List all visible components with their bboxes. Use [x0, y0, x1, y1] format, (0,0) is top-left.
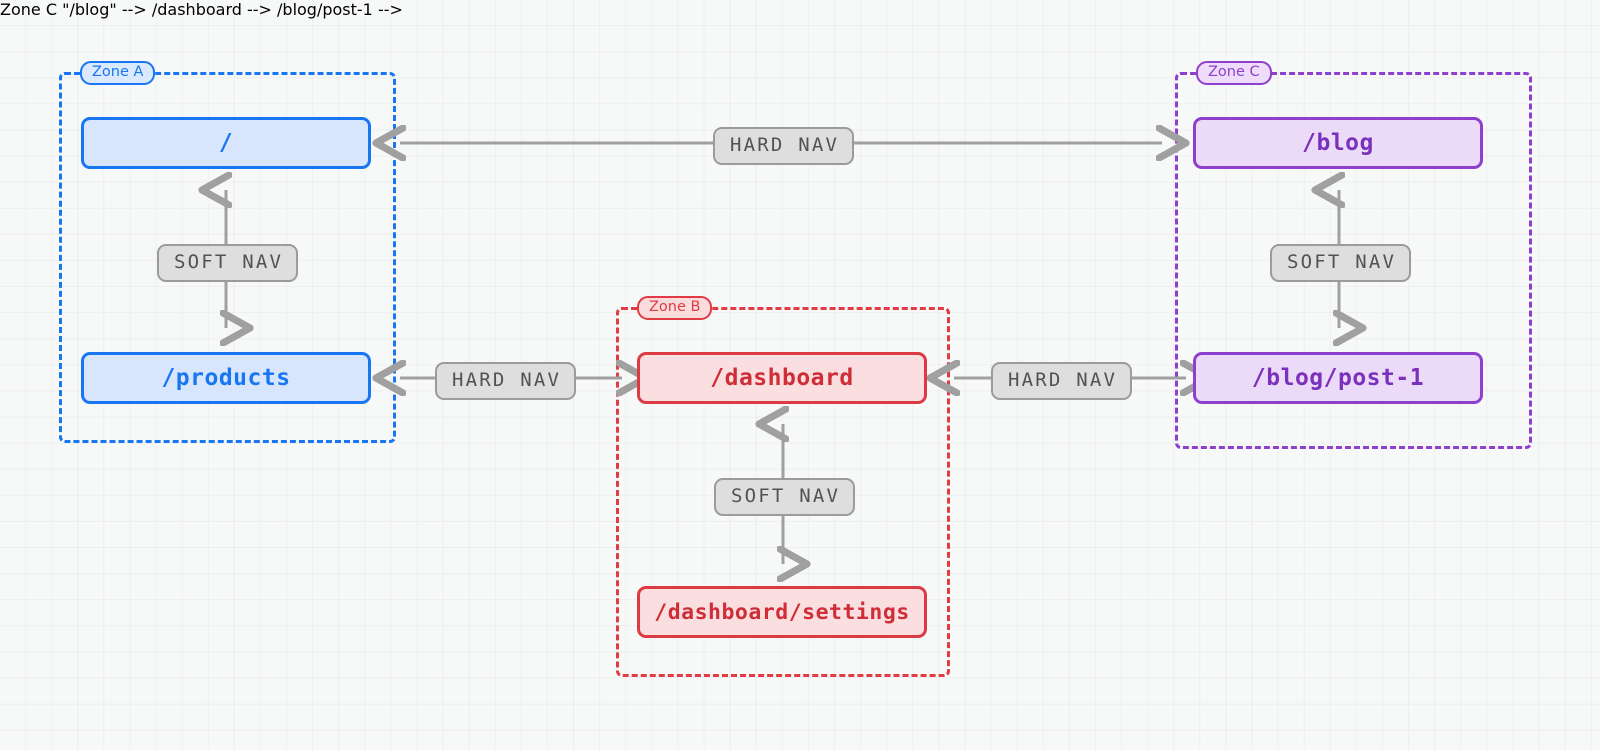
route-node-dashboard-settings[interactable]: /dashboard/settings: [637, 586, 927, 638]
route-node-blog-post-1-label: /blog/post-1: [1251, 365, 1425, 391]
route-node-blog-post-1[interactable]: /blog/post-1: [1193, 352, 1483, 404]
soft-nav-badge-zone-a: SOFT NAV: [157, 244, 299, 282]
route-node-dashboard-label: /dashboard: [710, 365, 854, 391]
route-node-blog[interactable]: /blog: [1193, 117, 1483, 169]
route-node-products[interactable]: /products: [81, 352, 371, 404]
route-node-dashboard[interactable]: /dashboard: [637, 352, 927, 404]
route-node-products-label: /products: [161, 365, 291, 391]
hard-nav-badge-products-dashboard: HARD NAV: [435, 362, 577, 400]
route-node-dashboard-settings-label: /dashboard/settings: [654, 599, 910, 625]
zone-b-label: Zone B: [637, 296, 713, 320]
hard-nav-badge-dashboard-blogpost: HARD NAV: [991, 362, 1133, 400]
route-node-root-label: /: [218, 130, 234, 156]
zone-a-boundary[interactable]: Zone A: [59, 61, 396, 443]
soft-nav-badge-zone-b: SOFT NAV: [714, 478, 856, 516]
hard-nav-badge-root-blog: HARD NAV: [713, 127, 855, 165]
zone-c-boundary[interactable]: Zone C: [1175, 61, 1532, 449]
soft-nav-badge-zone-c: SOFT NAV: [1270, 244, 1412, 282]
route-node-root[interactable]: /: [81, 117, 371, 169]
zone-a-label: Zone A: [80, 61, 156, 85]
zone-b-boundary[interactable]: Zone B: [616, 296, 950, 677]
route-node-blog-label: /blog: [1302, 130, 1374, 156]
zone-c-label: Zone C: [1196, 61, 1272, 85]
